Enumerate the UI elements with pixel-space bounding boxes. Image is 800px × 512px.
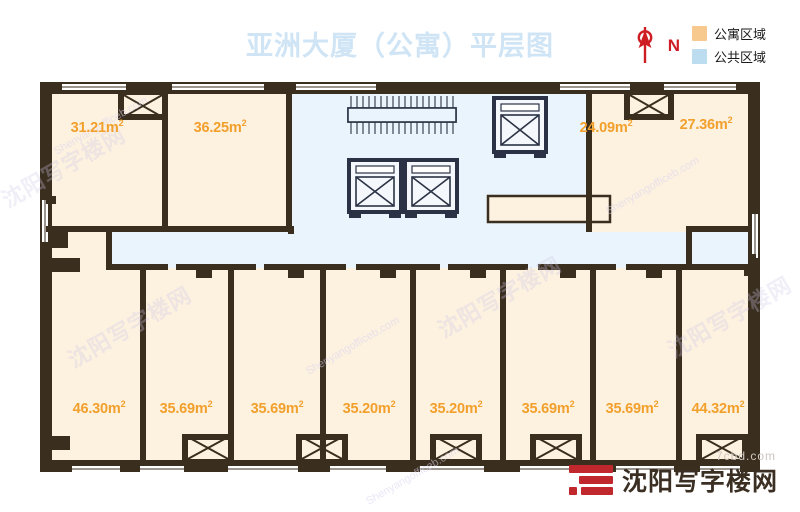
wall-bot-2 [228,268,234,466]
legend-swatch-apartment-area [691,26,707,41]
legend-label-public-area: 公共区域 [713,50,766,65]
area-label-r-24-09: 24.09m2 [579,118,633,136]
legend-item-public-area: 公共区域 [691,47,766,66]
wall-bot-5 [500,268,506,466]
window-glazing [44,86,756,470]
area-label-r-31-21: 31.21m2 [70,118,124,136]
brand-logo[interactable]: 沈阳写字楼网 [568,462,778,498]
elevator-left [347,158,403,218]
wall-top-3 [586,92,592,232]
wall-bot-4 [410,268,416,466]
stairwell [347,96,457,134]
area-label-r-36-25: 36.25m2 [193,118,247,136]
wall-top-1 [162,92,168,232]
compass-label: N [667,35,680,55]
wall-bot-3 [320,268,326,466]
area-label-r-44-32: 44.32m2 [691,399,745,417]
interior-walls [46,92,756,466]
legend: N 公寓区域 公共区域 [628,24,766,66]
wall-bot-7 [676,268,682,466]
area-label-r-27-36: 27.36m2 [679,115,733,133]
area-label-r-35-69-a: 35.69m2 [159,399,213,417]
brand-mark-icon [568,463,613,497]
elevator-center [403,158,459,218]
wall-top-2 [286,92,292,232]
area-label-r-35-69-c: 35.69m2 [521,399,575,417]
elevator-upper-right [492,96,548,158]
compass-north-icon [628,26,662,64]
legend-swatch-public-area [691,49,707,64]
legend-label-apartment-area: 公寓区域 [713,27,766,42]
area-label-r-35-69-d: 35.69m2 [605,399,659,417]
area-label-r-35-20-b: 35.20m2 [429,399,483,417]
page-title: 亚洲大厦（公寓）平层图 [246,31,554,61]
brand-url: 7cbd.com [715,449,776,463]
wall-bot-6 [590,268,596,466]
public-corridor-fill [110,232,690,268]
area-label-r-46-30: 46.30m2 [72,399,126,417]
legend-items: 公寓区域 公共区域 [691,24,766,66]
legend-item-apartment-area: 公寓区域 [691,24,766,43]
area-label-r-35-20-a: 35.20m2 [342,399,396,417]
right-alcove [692,226,748,270]
wall-bot-1 [140,268,146,466]
brand-name: 沈阳写字楼网 [621,468,778,496]
area-label-r-35-69-b: 35.69m2 [250,399,304,417]
